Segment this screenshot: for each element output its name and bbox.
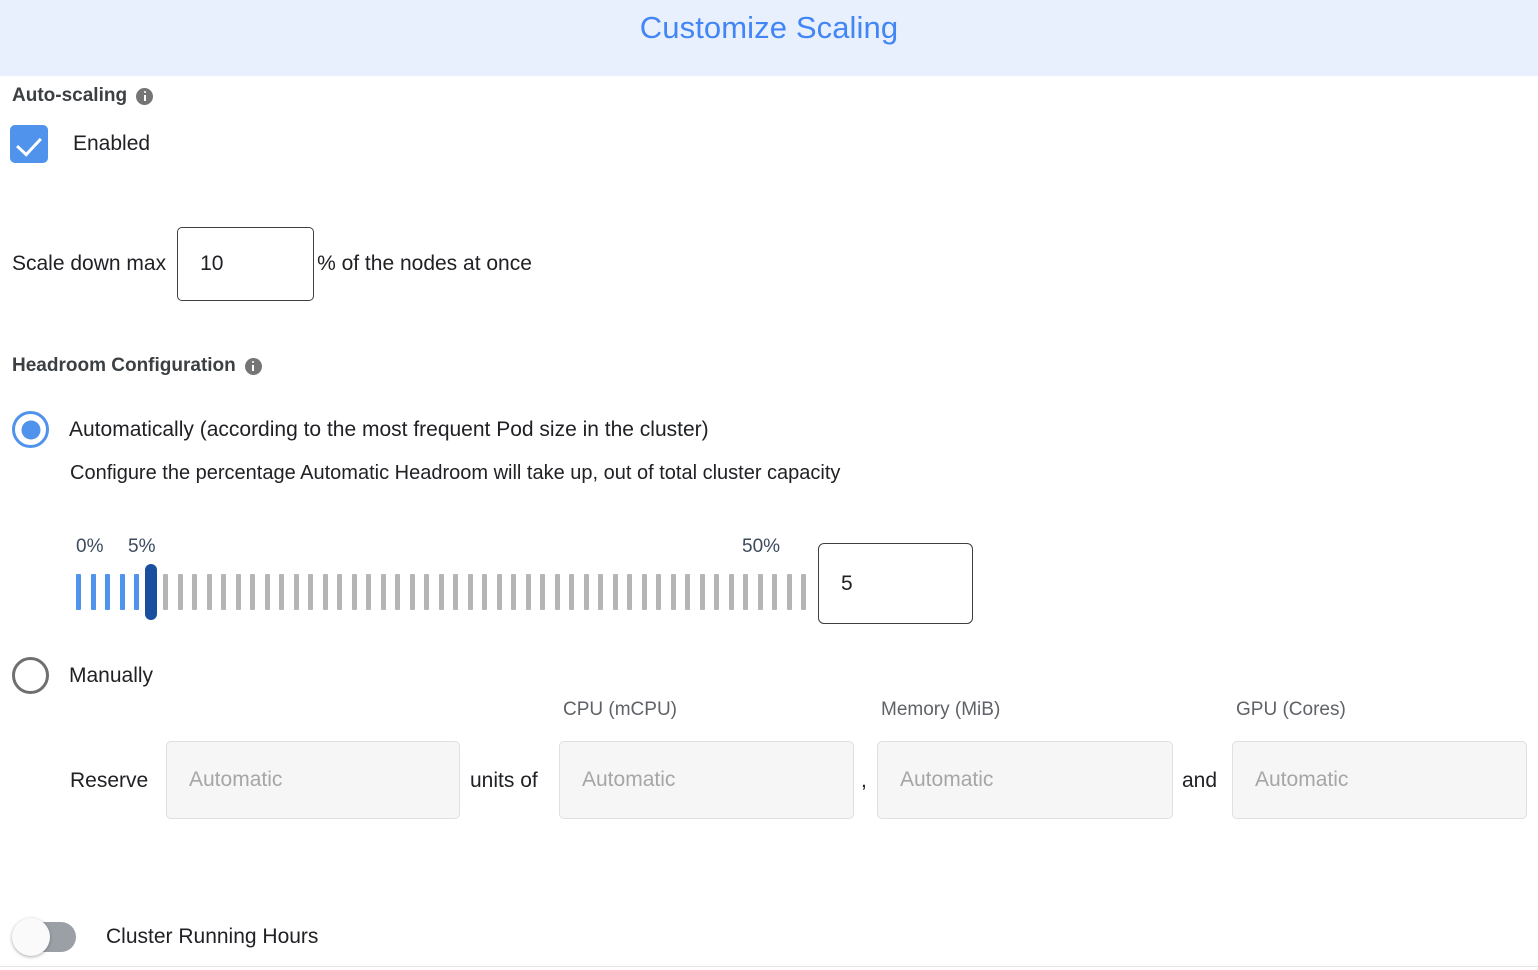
slider-tick — [540, 574, 545, 610]
and-label: and — [1182, 769, 1218, 792]
slider-tick — [511, 574, 516, 610]
column-header-memory: Memory (MiB) — [881, 699, 1001, 720]
slider-tick — [801, 574, 806, 610]
slider-tick — [757, 574, 763, 610]
cluster-running-hours-toggle[interactable] — [12, 918, 76, 956]
slider-tick — [192, 574, 197, 610]
slider-tick — [786, 574, 792, 610]
slider-tick — [482, 574, 487, 610]
units-of-label: units of — [470, 769, 538, 792]
auto-scaling-enabled-row[interactable]: Enabled — [10, 125, 150, 163]
slider-tick — [424, 574, 429, 610]
slider-tick — [105, 574, 110, 610]
slider-tick — [250, 574, 255, 610]
slider-tick — [438, 574, 444, 610]
headroom-percentage-slider[interactable] — [76, 564, 806, 620]
slider-tick — [119, 574, 125, 610]
slider-tick — [670, 574, 676, 610]
auto-scaling-label-text: Auto-scaling — [12, 85, 128, 106]
reserve-units-input[interactable] — [166, 741, 460, 819]
slider-tick — [583, 574, 589, 610]
slider-min-label: 0% — [76, 536, 104, 557]
slider-tick — [496, 574, 502, 610]
slider-tick — [235, 574, 241, 610]
slider-tick — [554, 574, 560, 610]
headroom-automatic-help-text: Configure the percentage Automatic Headr… — [70, 462, 841, 484]
info-icon[interactable] — [136, 87, 154, 105]
bottom-divider — [0, 966, 1538, 967]
column-header-gpu: GPU (Cores) — [1236, 699, 1346, 720]
reserve-gpu-input[interactable] — [1232, 741, 1527, 819]
scale-down-max-suffix-label: % of the nodes at once — [317, 252, 532, 275]
slider-tick — [641, 574, 647, 610]
slider-tick — [627, 574, 632, 610]
info-icon[interactable] — [244, 357, 262, 375]
slider-tick — [366, 574, 371, 610]
headroom-automatic-label: Automatically (according to the most fre… — [69, 417, 709, 441]
cluster-running-hours-row[interactable]: Cluster Running Hours — [12, 918, 319, 956]
reserve-label: Reserve — [70, 769, 149, 792]
dialog-header: Customize Scaling — [0, 0, 1538, 76]
slider-tick — [714, 574, 719, 610]
column-header-cpu: CPU (mCPU) — [563, 699, 677, 720]
auto-scaling-enabled-checkbox[interactable] — [10, 125, 48, 163]
slider-tick — [163, 574, 168, 610]
slider-tick — [598, 574, 603, 610]
slider-tick — [76, 574, 81, 610]
headroom-percentage-value-input[interactable] — [818, 543, 973, 624]
slider-tick — [264, 574, 270, 610]
headroom-automatic-radio[interactable] — [12, 411, 49, 448]
reserve-memory-input[interactable] — [877, 741, 1173, 819]
slider-thumb[interactable] — [145, 564, 157, 620]
headroom-manual-label: Manually — [69, 663, 154, 687]
scale-down-max-prefix-label: Scale down max — [12, 252, 167, 275]
slider-tick — [409, 574, 415, 610]
slider-tick — [728, 574, 734, 610]
slider-tick — [772, 574, 777, 610]
headroom-configuration-section-label: Headroom Configuration — [12, 355, 262, 377]
slider-tick — [337, 574, 342, 610]
slider-tick — [134, 574, 139, 610]
slider-current-label: 5% — [128, 536, 156, 557]
slider-tick — [293, 574, 299, 610]
slider-tick — [467, 574, 473, 610]
slider-tick — [279, 574, 284, 610]
cluster-running-hours-label: Cluster Running Hours — [106, 925, 319, 948]
headroom-manual-radio-row[interactable]: Manually — [12, 657, 153, 694]
headroom-manual-radio[interactable] — [12, 657, 49, 694]
slider-tick — [525, 574, 531, 610]
reserve-cpu-input[interactable] — [559, 741, 854, 819]
slider-tick — [453, 574, 458, 610]
slider-tick — [685, 574, 690, 610]
headroom-automatic-radio-row[interactable]: Automatically (according to the most fre… — [12, 411, 709, 448]
comma-separator: , — [861, 769, 867, 792]
slider-tick — [569, 574, 574, 610]
slider-tick — [380, 574, 386, 610]
slider-tick — [743, 574, 748, 610]
slider-tick — [351, 574, 357, 610]
slider-tick — [221, 574, 226, 610]
slider-tick — [322, 574, 328, 610]
slider-tick — [656, 574, 661, 610]
slider-tick — [395, 574, 400, 610]
slider-tick — [206, 574, 212, 610]
scale-down-max-row: Scale down max % of the nodes at once — [12, 227, 532, 301]
slider-tick — [177, 574, 183, 610]
auto-scaling-enabled-label: Enabled — [73, 132, 151, 155]
toggle-knob — [12, 918, 50, 956]
slider-max-label: 50% — [742, 536, 781, 557]
slider-tick — [699, 574, 705, 610]
auto-scaling-section-label: Auto-scaling — [12, 85, 154, 107]
slider-tick — [308, 574, 313, 610]
slider-tick — [612, 574, 618, 610]
slider-tick — [90, 574, 96, 610]
page-title: Customize Scaling — [639, 10, 899, 45]
headroom-configuration-label-text: Headroom Configuration — [12, 355, 236, 376]
headroom-percentage-slider-wrap: 0% 5% 50% — [76, 536, 806, 626]
scale-down-max-input[interactable] — [177, 227, 315, 301]
